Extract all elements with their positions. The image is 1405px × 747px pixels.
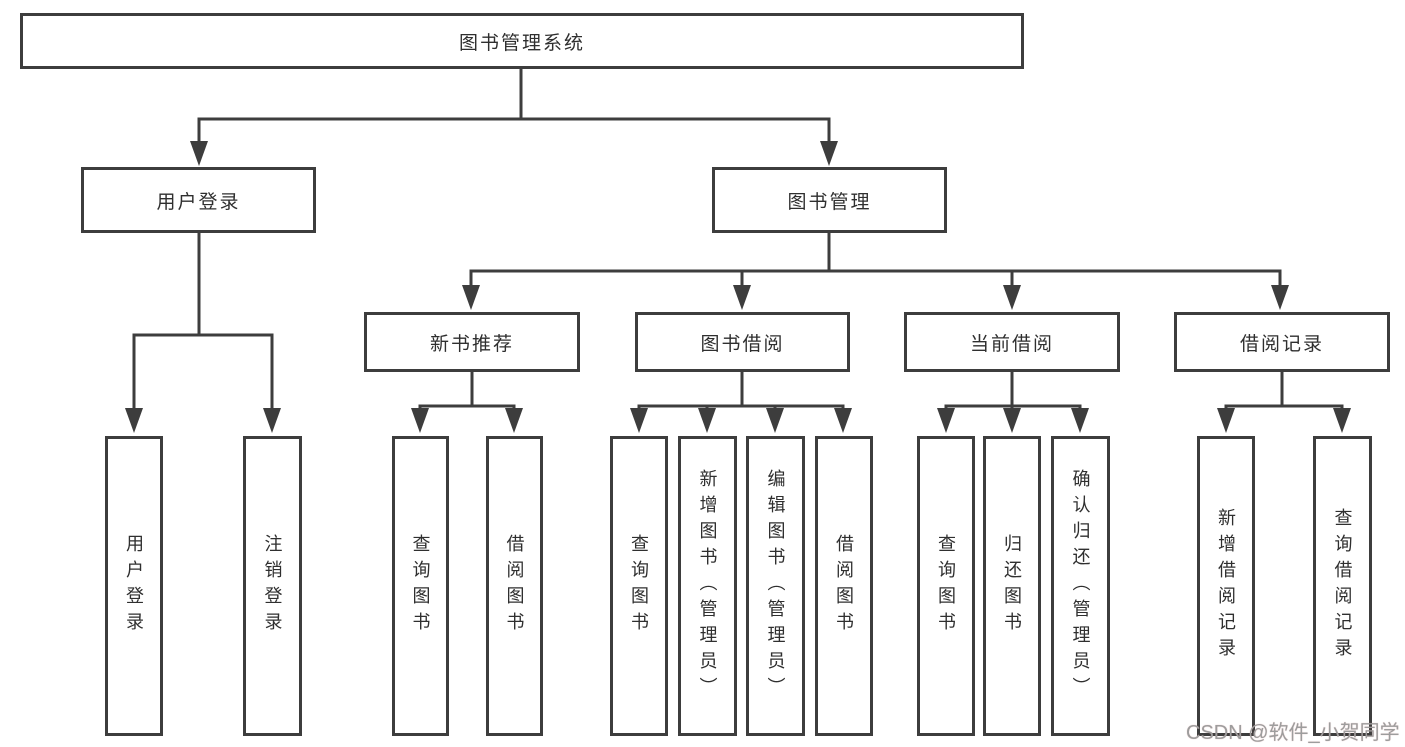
node-borrowing-records: 借阅记录	[1174, 312, 1390, 372]
node-book-management: 图书管理	[712, 167, 947, 233]
leaf-borrow-books-borrowing: 借阅图书	[815, 436, 873, 736]
leaf-logout: 注销登录	[243, 436, 302, 736]
leaf-query-books-current: 查询图书	[917, 436, 975, 736]
leaf-return-books: 归还图书	[983, 436, 1041, 736]
leaf-user-login: 用户登录	[105, 436, 163, 736]
node-book-management-system: 图书管理系统	[20, 13, 1024, 69]
node-book-borrowing: 图书借阅	[635, 312, 850, 372]
leaf-query-books-borrowing: 查询图书	[610, 436, 668, 736]
leaf-confirm-return-admin: 确认归还（管理员）	[1051, 436, 1110, 736]
leaf-query-borrow-record: 查询借阅记录	[1313, 436, 1372, 736]
leaf-edit-books-admin: 编辑图书（管理员）	[746, 436, 805, 736]
leaf-add-borrow-record: 新增借阅记录	[1197, 436, 1255, 736]
node-user-login: 用户登录	[81, 167, 316, 233]
csdn-watermark: CSDN @软件_小贺同学	[1186, 722, 1400, 744]
leaf-query-books-recommend: 查询图书	[392, 436, 449, 736]
leaf-add-books-admin: 新增图书（管理员）	[678, 436, 737, 736]
node-current-borrowing: 当前借阅	[904, 312, 1120, 372]
node-new-book-recommend: 新书推荐	[364, 312, 580, 372]
leaf-borrow-books-recommend: 借阅图书	[486, 436, 543, 736]
